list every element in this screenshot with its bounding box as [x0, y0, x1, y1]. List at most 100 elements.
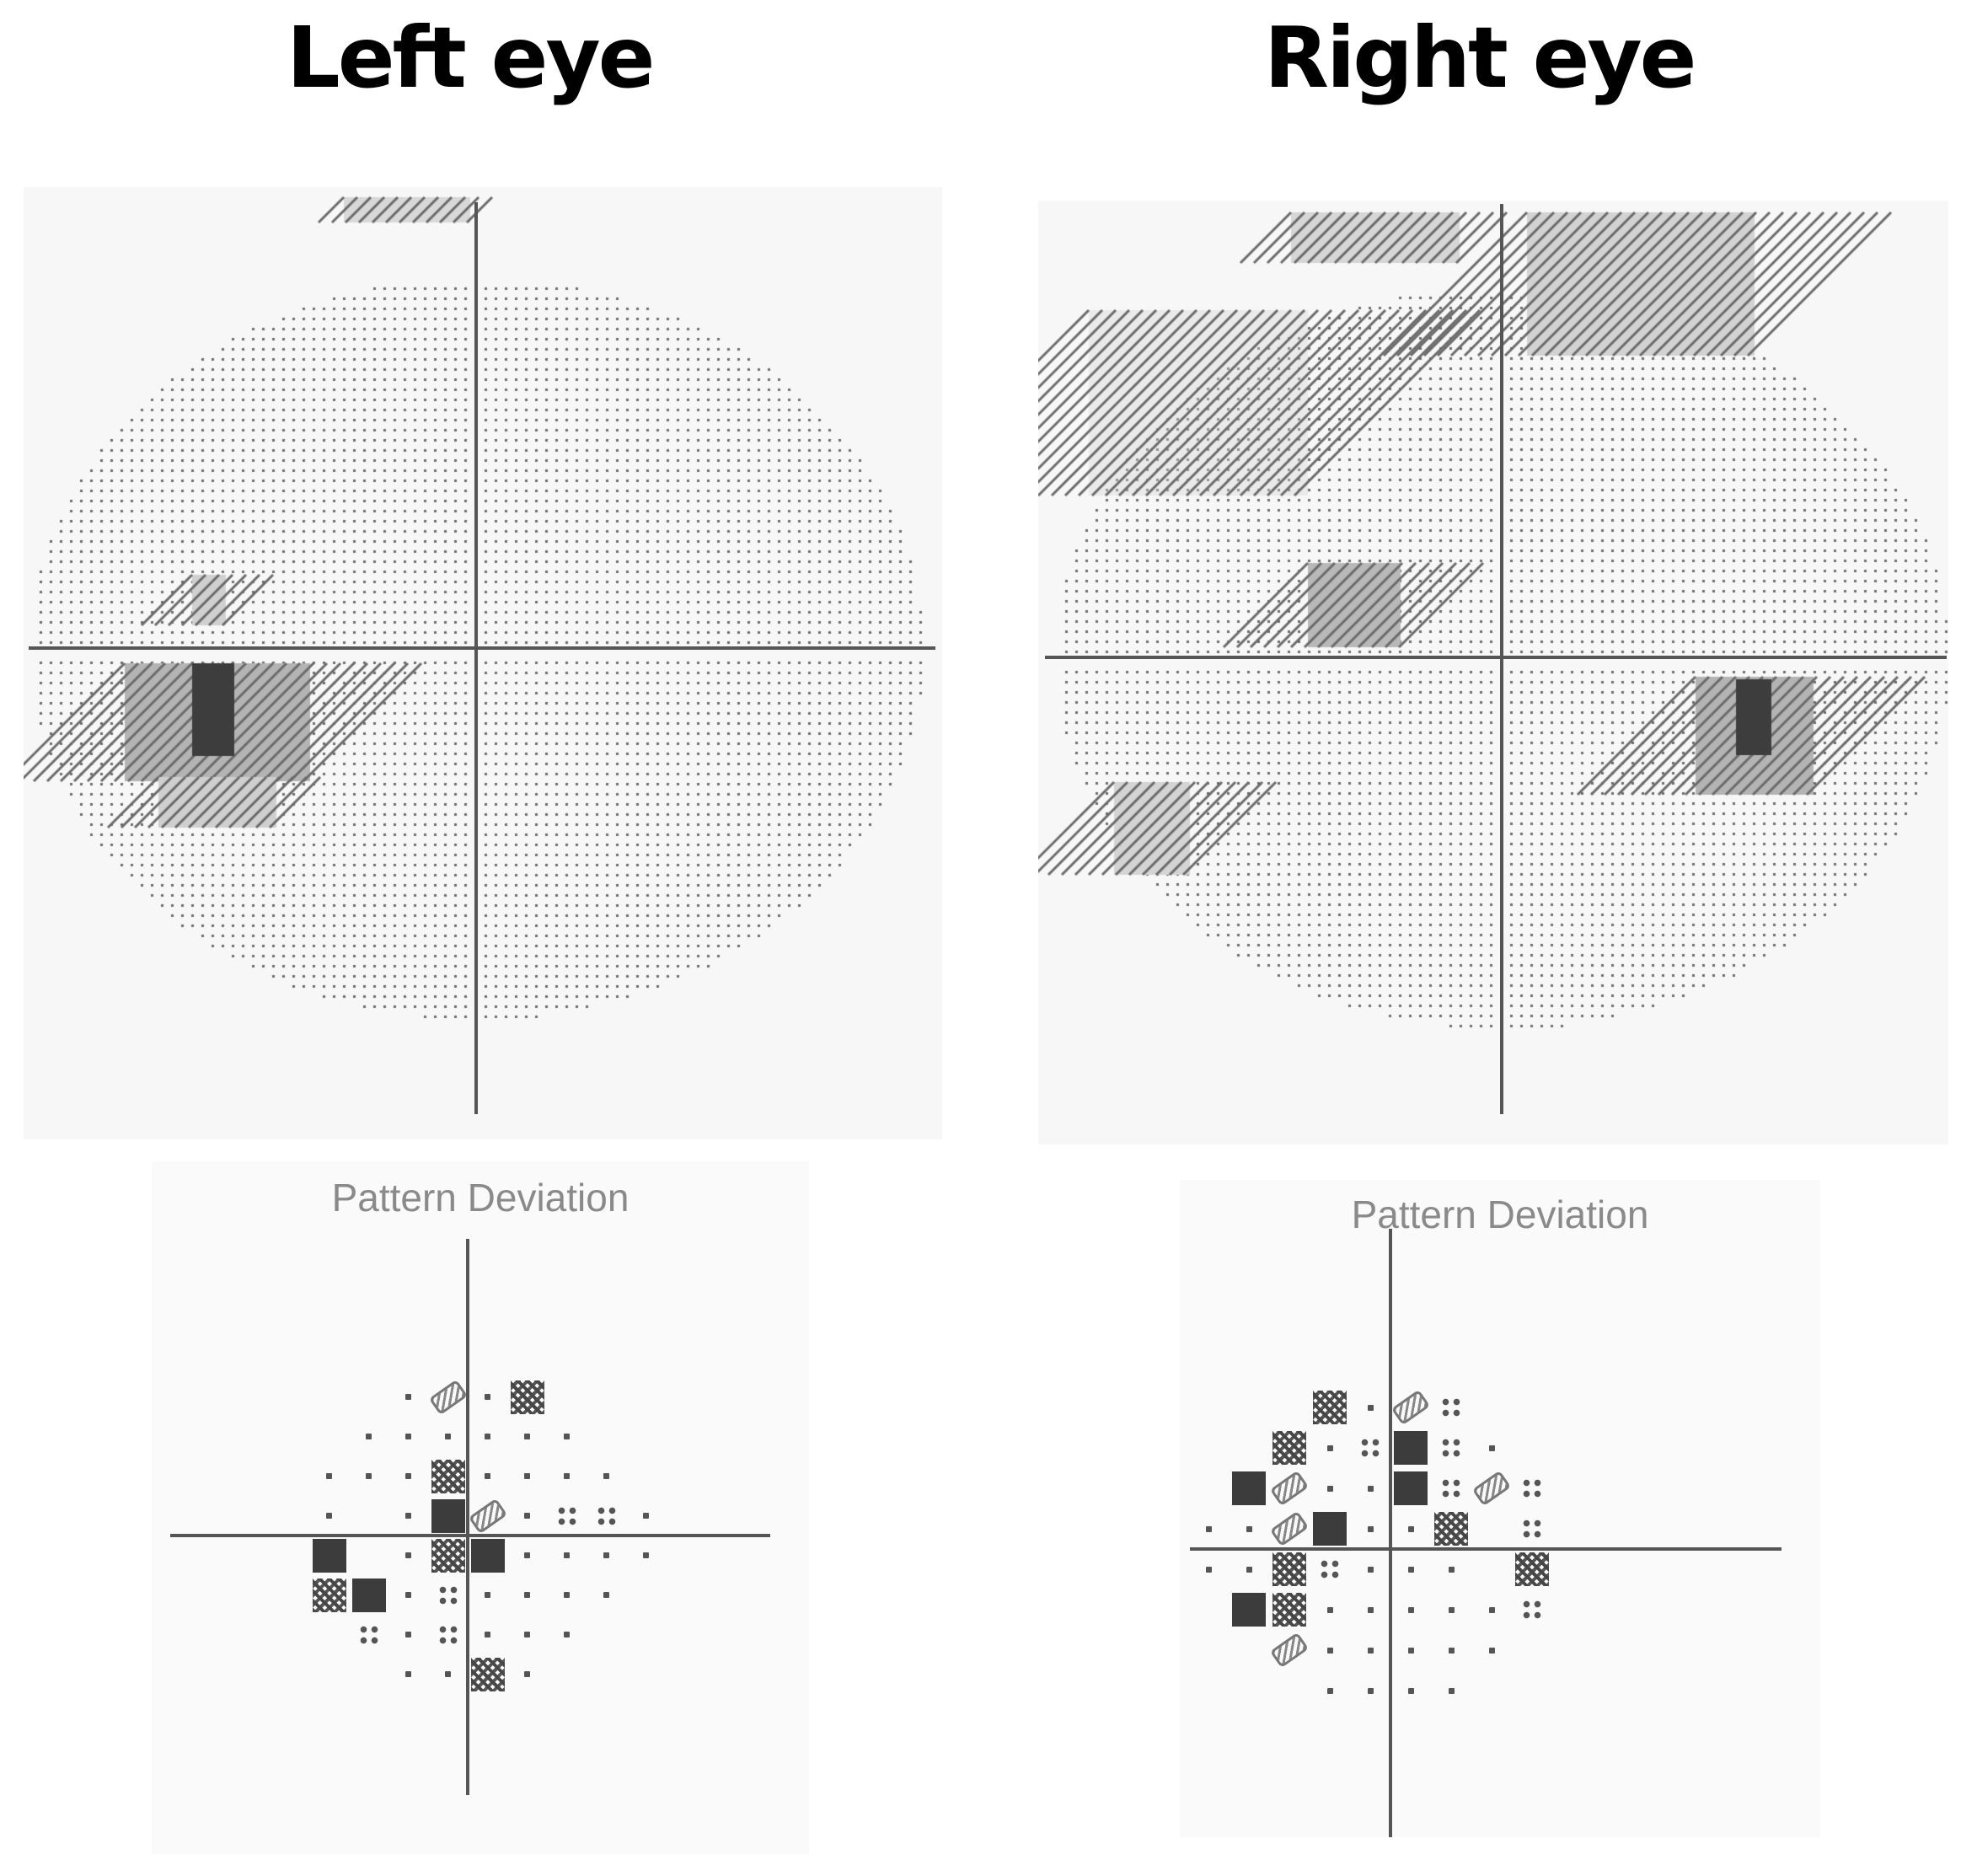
pd-symbol-dot: [508, 1616, 547, 1654]
pd-symbol-hatch: [429, 1457, 468, 1496]
pd-symbol-square: [1310, 1509, 1349, 1548]
pd-symbol-four: [350, 1616, 388, 1654]
pd-symbol-dot: [1310, 1671, 1349, 1710]
pd-symbol-four: [1432, 1428, 1471, 1467]
right-vertical-axis: [1500, 204, 1503, 1114]
pd-symbol-dot: [1351, 1550, 1390, 1589]
pd-symbol-hatch: [310, 1576, 349, 1615]
pd-symbol-dot: [1432, 1550, 1471, 1589]
pd-symbol-dot: [587, 1457, 626, 1496]
right-pd-symbol-grid: [1180, 1180, 1820, 1837]
right-horizontal-axis: [1045, 656, 1947, 659]
pd-symbol-dot: [587, 1576, 626, 1615]
pd-symbol-square: [1391, 1469, 1430, 1508]
pd-symbol-four: [587, 1497, 626, 1536]
left-pattern-deviation: Pattern Deviation: [152, 1161, 809, 1854]
pd-symbol-hatch: [1432, 1509, 1471, 1548]
pd-symbol-dot: [429, 1655, 468, 1694]
pd-symbol-dot: [469, 1457, 507, 1496]
pd-symbol-four: [548, 1497, 587, 1536]
pd-symbol-dot: [1351, 1671, 1390, 1710]
pd-symbol-dot: [1391, 1671, 1430, 1710]
pd-symbol-dot: [389, 1497, 428, 1536]
pd-symbol-dot: [1472, 1631, 1511, 1670]
pd-symbol-dot: [508, 1497, 547, 1536]
pd-symbol-four: [1513, 1590, 1551, 1629]
pd-symbol-dot: [508, 1457, 547, 1496]
pd-symbol-square: [1391, 1428, 1430, 1467]
pd-symbol-dot: [389, 1616, 428, 1654]
pd-symbol-diag: [469, 1497, 507, 1536]
left-pd-title: Pattern Deviation: [331, 1176, 630, 1219]
pd-symbol-dot: [627, 1536, 666, 1575]
pd-symbol-four: [1432, 1469, 1471, 1508]
pd-symbol-dot: [1472, 1428, 1511, 1467]
pd-symbol-square: [1230, 1590, 1268, 1629]
pd-symbol-dot: [548, 1576, 587, 1615]
pd-symbol-dot: [1432, 1671, 1471, 1710]
left-vertical-axis: [474, 202, 478, 1114]
pd-symbol-diag: [1270, 1509, 1309, 1548]
pd-symbol-dot: [389, 1378, 428, 1417]
pd-symbol-dot: [548, 1457, 587, 1496]
right-eye-title: Right eye: [1264, 8, 1696, 107]
pd-symbol-dot: [587, 1536, 626, 1575]
pd-symbol-four: [1432, 1388, 1471, 1427]
pd-symbol-hatch: [469, 1655, 507, 1694]
pd-symbol-dot: [1310, 1428, 1349, 1467]
pd-symbol-dot: [508, 1655, 547, 1694]
pd-symbol-dot: [1310, 1590, 1349, 1629]
pd-symbol-dot: [548, 1418, 587, 1456]
pd-symbol-dot: [1351, 1388, 1390, 1427]
pd-symbol-dot: [389, 1655, 428, 1694]
left-eye-title: Left eye: [287, 8, 655, 107]
pd-symbol-diag: [1472, 1469, 1511, 1508]
pd-symbol-dot: [1189, 1509, 1228, 1548]
pd-symbol-dot: [469, 1378, 507, 1417]
pd-symbol-dot: [1391, 1631, 1430, 1670]
pd-symbol-dot: [1351, 1631, 1390, 1670]
pd-symbol-dot: [1391, 1509, 1430, 1548]
pd-symbol-dot: [1351, 1509, 1390, 1548]
pd-symbol-dot: [350, 1457, 388, 1496]
pd-symbol-dot: [1432, 1631, 1471, 1670]
pd-symbol-dot: [310, 1457, 349, 1496]
pd-symbol-dot: [1351, 1469, 1390, 1508]
pd-symbol-dot: [508, 1576, 547, 1615]
pd-symbol-hatch: [1310, 1388, 1349, 1427]
pd-symbol-four: [429, 1616, 468, 1654]
pd-symbol-dot: [627, 1497, 666, 1536]
pd-symbol-four: [1513, 1509, 1551, 1548]
right-greyscale-field: [1038, 201, 1948, 1144]
pd-symbol-diag: [1270, 1469, 1309, 1508]
pd-symbol-dot: [1189, 1550, 1228, 1589]
pd-symbol-dot: [389, 1418, 428, 1456]
pd-symbol-hatch: [1270, 1590, 1309, 1629]
pd-symbol-dot: [508, 1418, 547, 1456]
pd-symbol-dot: [389, 1536, 428, 1575]
pd-symbol-hatch: [1270, 1428, 1309, 1467]
pd-symbol-four: [1310, 1550, 1349, 1589]
left-horizontal-axis: [29, 646, 935, 650]
pd-symbol-square: [469, 1536, 507, 1575]
pd-symbol-dot: [508, 1536, 547, 1575]
right-pd-title: Pattern Deviation: [1351, 1193, 1649, 1236]
pd-symbol-hatch: [1513, 1550, 1551, 1589]
left-greyscale-field: [24, 187, 942, 1139]
pd-symbol-dot: [548, 1536, 587, 1575]
pd-symbol-dot: [1310, 1631, 1349, 1670]
pd-symbol-square: [310, 1536, 349, 1575]
pd-symbol-dot: [1391, 1590, 1430, 1629]
pd-symbol-dot: [389, 1457, 428, 1496]
pd-symbol-dot: [1472, 1590, 1511, 1629]
pd-symbol-dot: [469, 1576, 507, 1615]
pd-symbol-hatch: [429, 1536, 468, 1575]
pd-symbol-dot: [1391, 1550, 1430, 1589]
right-greyscale-plot: [1038, 201, 1948, 1144]
pd-symbol-dot: [469, 1616, 507, 1654]
pd-symbol-dot: [310, 1497, 349, 1536]
pd-symbol-hatch: [1270, 1550, 1309, 1589]
pd-symbol-dot: [469, 1418, 507, 1456]
left-pd-symbol-grid: [152, 1161, 809, 1854]
pd-symbol-dot: [1230, 1550, 1268, 1589]
